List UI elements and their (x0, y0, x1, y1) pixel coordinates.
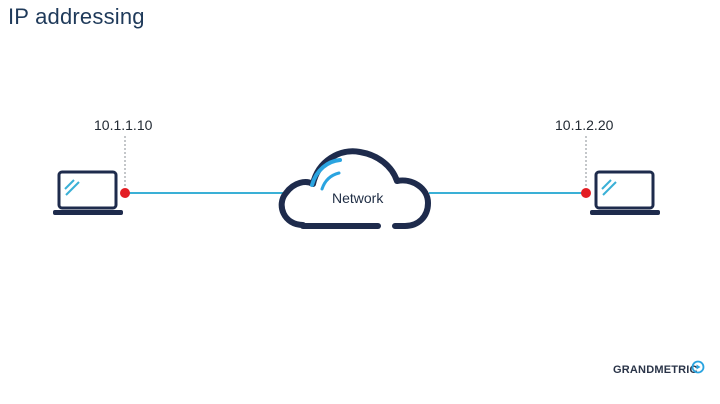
grandmetric-logo: GRANDMETRIC (613, 359, 705, 385)
left-laptop-icon (53, 170, 123, 215)
right-ip-label: 10.1.2.20 (555, 117, 614, 133)
left-ip-label: 10.1.1.10 (94, 117, 153, 133)
page-title: IP addressing (8, 4, 145, 29)
cloud-icon (278, 148, 431, 229)
wifi-arc-icon (310, 158, 342, 191)
logo-text: GRANDMETRIC (613, 364, 698, 376)
left-endpoint-dot (120, 188, 130, 198)
network-label: Network (332, 190, 384, 206)
right-endpoint-dot (581, 188, 591, 198)
grandmetric-logo-icon (691, 360, 705, 374)
right-laptop-icon (590, 170, 660, 215)
